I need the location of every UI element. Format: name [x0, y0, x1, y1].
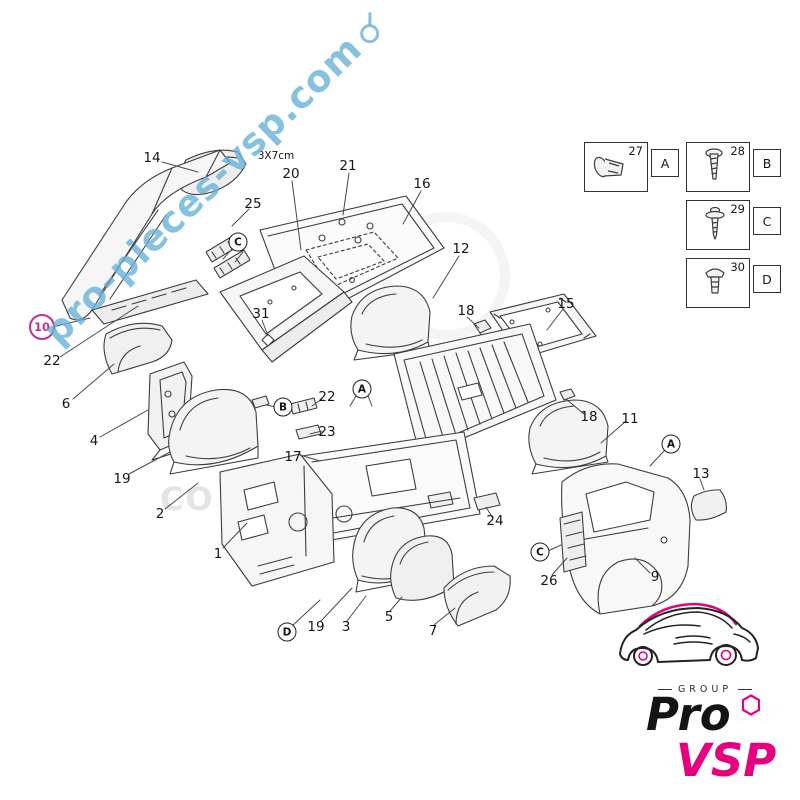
part-wheelhouse-liner-5 [390, 535, 455, 601]
callout-letter-circle: D [277, 622, 297, 642]
part-number-label: 20 [282, 166, 300, 182]
highlighted-part-number: 10 [29, 314, 55, 340]
hex-nut-icon [741, 694, 761, 716]
legend-icon-box: 28 [686, 142, 750, 192]
part-pillar-reinforcement [559, 511, 587, 573]
part-rear-wheelhouse-right [528, 399, 609, 475]
size-note: 3X7cm [257, 150, 295, 162]
legend-icon-box: 29 [686, 200, 750, 250]
car-sketch-icon [619, 602, 759, 666]
copyright-watermark-text: CO [160, 480, 215, 518]
part-number-label: 24 [486, 513, 504, 529]
part-number-label: 4 [89, 433, 99, 449]
part-number-label: 5 [384, 609, 394, 625]
part-windshield-surround [219, 255, 353, 363]
shouldered-screw-icon [705, 206, 725, 240]
part-number-label: 2 [155, 506, 165, 522]
part-clip-18b [559, 388, 576, 401]
callout-letter-circle: A [661, 434, 681, 454]
part-windshield-frame [61, 149, 231, 325]
part-number-label: 18 [580, 409, 598, 425]
logo-name-top: Pro [646, 688, 731, 741]
part-number-label: 16 [413, 176, 431, 192]
part-front-fender-left [103, 322, 173, 375]
part-number-label: 31 [252, 306, 270, 322]
push-rivet-icon [705, 268, 725, 294]
callout-letter-circle: C [228, 232, 248, 252]
trim-clip-icon [593, 156, 624, 178]
part-number-label: 7 [428, 623, 438, 639]
legend-letter-box: B [753, 149, 781, 177]
legend-part-number: 30 [730, 260, 745, 274]
callout-letter-circle: C [530, 542, 550, 562]
part-number-label: 21 [339, 158, 357, 174]
part-number-label: 25 [244, 196, 262, 212]
part-number-label: 19 [113, 471, 131, 487]
part-underbody-tray [301, 431, 481, 543]
legend-letter-box: D [753, 265, 781, 293]
part-floor-pan [393, 323, 557, 457]
legend-letter-box: C [753, 207, 781, 235]
leader-lines [51, 161, 705, 627]
logo-group-text: GROUP [640, 684, 770, 695]
part-number-label: 14 [143, 150, 161, 166]
part-number-label: 23 [318, 424, 336, 440]
callout-letter-circle: B [273, 397, 293, 417]
legend-entry-29: 29 C [686, 200, 781, 250]
legend-icon-box: 30 [686, 258, 750, 308]
part-number-label: 3 [341, 619, 351, 635]
part-rear-wheelhouse-left [350, 285, 431, 361]
legend-part-number: 28 [730, 144, 745, 158]
part-number-label: 6 [61, 396, 71, 412]
legend-entry-30: 30 D [686, 258, 781, 308]
part-cover-plate [690, 489, 727, 521]
logo-name-bottom: VSP [676, 734, 777, 787]
part-front-fender-right [443, 565, 511, 627]
part-firewall-assembly [219, 453, 335, 587]
legend-entry-28: 28 B [686, 142, 781, 192]
part-number-label: 13 [692, 466, 710, 482]
part-number-label: 18 [457, 303, 475, 319]
part-number-label: 22 [43, 353, 61, 369]
part-number-label: 1 [213, 546, 223, 562]
part-number-label: 19 [307, 619, 325, 635]
part-quarter-panel-right [561, 463, 691, 615]
callout-letter-circle: A [352, 379, 372, 399]
legend-part-number: 29 [730, 202, 745, 216]
part-number-label: 22 [318, 389, 336, 405]
screw-icon [705, 148, 723, 180]
part-number-label: 9 [650, 569, 660, 585]
part-number-label: 15 [557, 296, 575, 312]
legend-letter-box: A [651, 149, 679, 177]
part-number-label: 11 [621, 411, 639, 427]
part-number-label: 12 [452, 241, 470, 257]
legend-icon-box: 27 [584, 142, 648, 192]
part-number-label: 26 [540, 573, 558, 589]
legend-entry-27: 27 A [584, 142, 679, 192]
legend-part-number: 27 [628, 144, 643, 158]
part-front-wheelhouse-left [168, 388, 259, 475]
part-number-label: 17 [284, 449, 302, 465]
part-spacer-pads [251, 395, 501, 511]
